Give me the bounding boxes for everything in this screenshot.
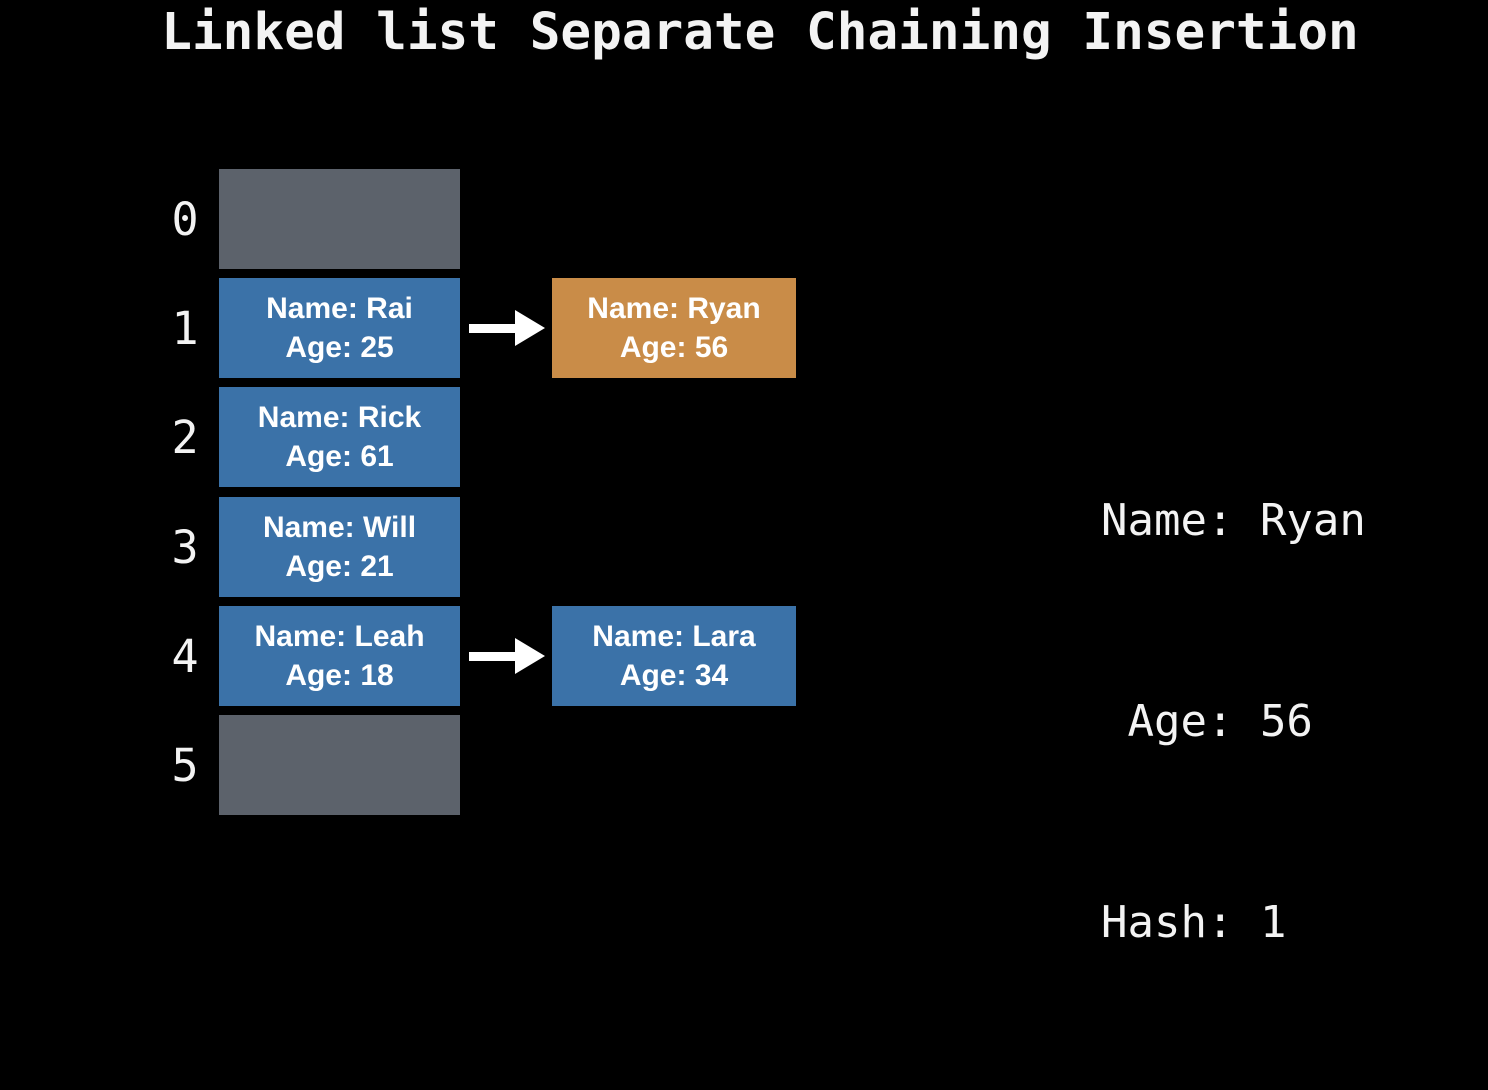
bucket-cell-4: Name: Leah Age: 18	[219, 606, 460, 706]
inserted-record-panel: Name: Ryan Age: 56 Hash: 1	[1101, 353, 1366, 1090]
inserted-name-line: Name: Ryan	[1101, 495, 1366, 546]
arrow-shaft	[469, 652, 516, 661]
entry-age-label: Age: 21	[285, 550, 394, 583]
entry-age-label: Age: 56	[619, 331, 729, 364]
entry-name-label: Name: Rai	[266, 292, 413, 325]
bucket-cell-0-empty	[219, 169, 460, 269]
right-arrow-icon	[469, 310, 545, 346]
chain-node-highlighted: Name: Ryan Age: 56	[552, 278, 796, 378]
diagram-title: Linked list Separate Chaining Insertion	[161, 3, 1359, 62]
right-arrow-icon	[469, 638, 545, 674]
bucket-cell-3: Name: Will Age: 21	[219, 497, 460, 597]
arrow-head	[515, 638, 545, 674]
arrow-shaft	[469, 324, 516, 333]
entry-name-label: Name: Leah	[254, 620, 425, 653]
bucket-index-4: 4	[171, 629, 199, 683]
inserted-hash-line: Hash: 1	[1101, 897, 1287, 948]
bucket-cell-5-empty	[219, 715, 460, 815]
entry-name-label: Name: Will	[262, 511, 417, 544]
bucket-index-1: 1	[171, 301, 199, 355]
entry-name-label: Name: Ryan	[587, 292, 761, 325]
inserted-age-line: Age: 56	[1101, 696, 1313, 747]
entry-age-label: Age: 18	[285, 659, 394, 692]
bucket-index-2: 2	[171, 410, 199, 464]
bucket-index-5: 5	[171, 738, 199, 792]
entry-age-label: Age: 61	[285, 440, 394, 473]
arrow-head	[515, 310, 545, 346]
entry-name-label: Name: Lara	[592, 620, 756, 653]
entry-age-label: Age: 25	[285, 331, 394, 364]
chain-node: Name: Lara Age: 34	[552, 606, 796, 706]
bucket-cell-2: Name: Rick Age: 61	[219, 387, 460, 487]
entry-age-label: Age: 34	[619, 659, 729, 692]
bucket-index-3: 3	[171, 520, 199, 574]
entry-name-label: Name: Rick	[257, 401, 422, 434]
diagram-canvas: Linked list Separate Chaining Insertion …	[161, 3, 1366, 948]
bucket-index-0: 0	[171, 192, 199, 246]
bucket-cell-1: Name: Rai Age: 25	[219, 278, 460, 378]
